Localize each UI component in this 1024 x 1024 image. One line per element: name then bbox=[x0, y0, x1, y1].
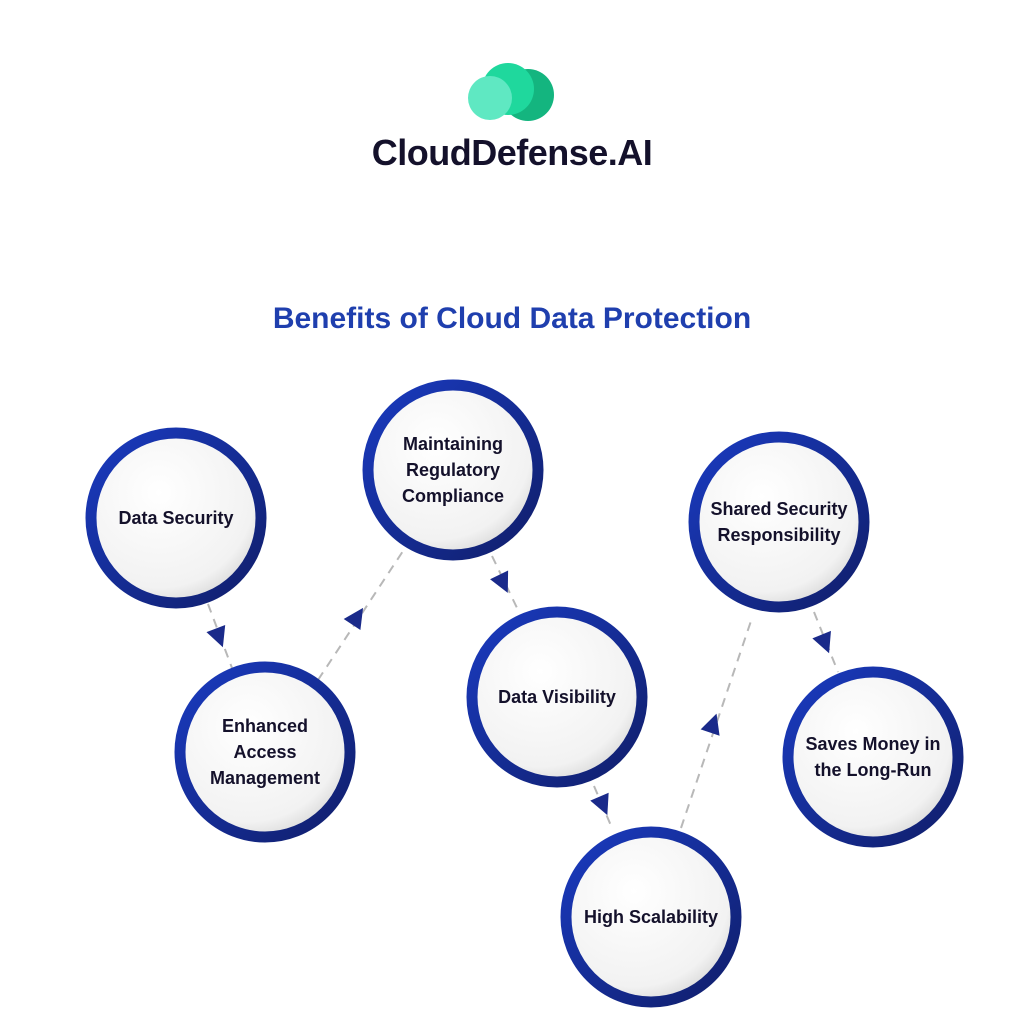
arrowhead-icon bbox=[490, 570, 509, 593]
benefit-node bbox=[466, 606, 648, 788]
arrowhead-icon bbox=[206, 625, 226, 648]
connector-line bbox=[491, 555, 519, 611]
benefit-node bbox=[362, 379, 544, 561]
arrowhead-icon bbox=[812, 630, 831, 654]
brand-name: CloudDefense.AI bbox=[371, 132, 653, 173]
cloud-logo-icon bbox=[468, 63, 554, 121]
arrowhead-icon bbox=[700, 713, 720, 736]
benefit-node bbox=[85, 427, 267, 609]
page-title: Benefits of Cloud Data Protection bbox=[272, 302, 752, 335]
benefit-node bbox=[174, 661, 356, 843]
benefit-node bbox=[560, 826, 742, 1008]
benefit-node bbox=[782, 666, 964, 848]
connector-line bbox=[680, 617, 753, 829]
connector-line bbox=[317, 547, 406, 681]
arrowhead-icon bbox=[343, 607, 364, 631]
arrowhead-icon bbox=[590, 792, 609, 816]
benefit-node bbox=[688, 431, 870, 613]
